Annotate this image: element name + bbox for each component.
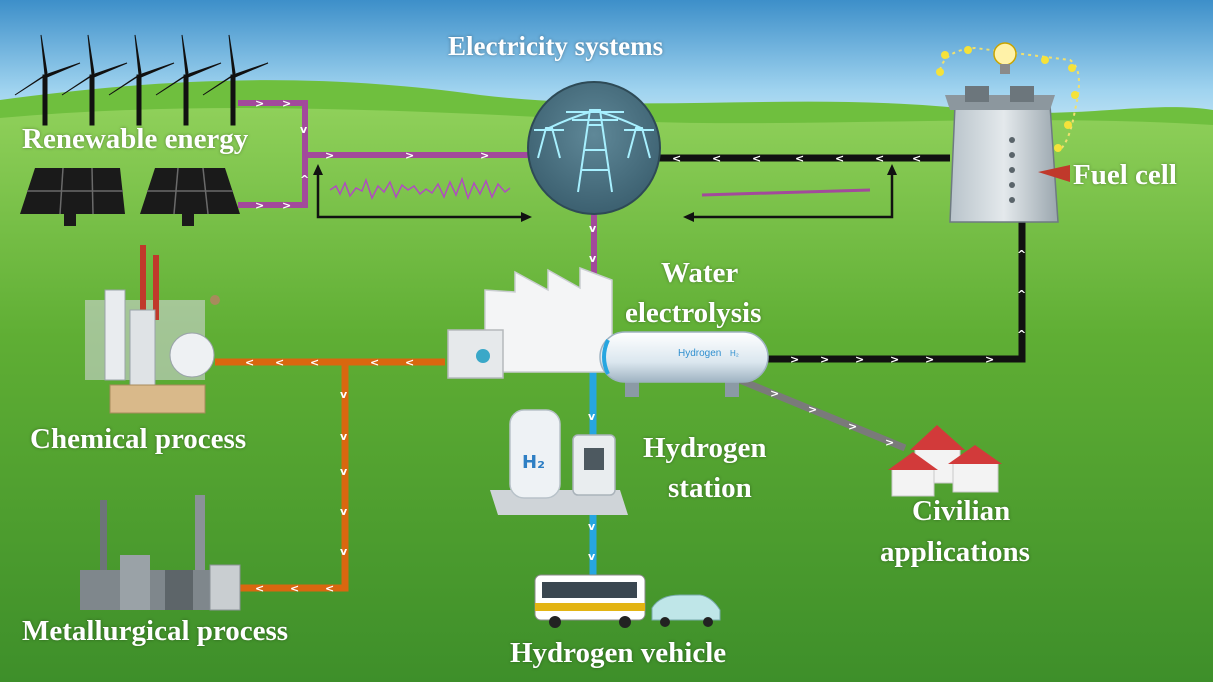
svg-text:v: v [300, 123, 308, 136]
svg-text:>: > [985, 353, 994, 366]
svg-text:<: < [672, 152, 681, 165]
svg-text:<: < [310, 356, 319, 369]
hydrogen-vehicle-label: Hydrogen vehicle [510, 637, 727, 669]
stable-power-signal [701, 188, 871, 197]
svg-text:^: ^ [1017, 328, 1026, 341]
svg-text:<: < [752, 152, 761, 165]
svg-text:v: v [588, 550, 596, 563]
control-arrows [316, 172, 894, 219]
grass-field [0, 108, 1213, 682]
civilian-label-line2: applications [880, 536, 1030, 568]
control-arrow-heads [313, 164, 897, 222]
station-h2-badge: H₂ [522, 452, 545, 473]
light-bulb-icon [993, 42, 1017, 74]
svg-text:<: < [795, 152, 804, 165]
electricity-hub [527, 81, 661, 215]
hydrogen-vehicles [534, 574, 721, 628]
svg-text:<: < [912, 152, 921, 165]
svg-text:>: > [325, 149, 334, 162]
svg-text:<: < [255, 582, 264, 595]
metallurgical-plant [80, 495, 241, 611]
svg-text:v: v [340, 388, 348, 401]
orange-line-chevrons: < < < < < v v v v v < < < [245, 356, 414, 595]
svg-text:<: < [245, 356, 254, 369]
svg-text:<: < [835, 152, 844, 165]
civilian-hydrogen-line: > > > > [733, 374, 907, 452]
solar-panels [20, 167, 240, 226]
hydrogen-tank: Hydrogen H₂ [599, 331, 769, 397]
purple-line-chevrons: > > v ^ > > > > > v v [255, 97, 597, 265]
svg-text:>: > [790, 353, 799, 366]
water-electrolysis-label-line2: electrolysis [625, 297, 762, 329]
svg-text:v: v [340, 545, 348, 558]
svg-text:>: > [820, 353, 829, 366]
renewable-power-lines [238, 100, 597, 275]
svg-text:>: > [480, 149, 489, 162]
fuel-cell-label: Fuel cell [1073, 159, 1177, 191]
info-icon [476, 349, 490, 363]
svg-text:v: v [340, 505, 348, 518]
svg-text:>: > [255, 97, 264, 110]
tank-formula-label: H₂ [730, 349, 739, 358]
black-line-chevrons: < < < < < < < > > > > > > ^ ^ ^ [672, 152, 1026, 366]
svg-text:<: < [325, 582, 334, 595]
tank-brand-label: Hydrogen [678, 348, 721, 359]
wind-turbines [14, 34, 269, 126]
civilian-label-line1: Civilian [912, 495, 1011, 527]
svg-text:^: ^ [1017, 248, 1026, 261]
renewable-energy-label: Renewable energy [22, 123, 249, 155]
metallurgical-process-label: Metallurgical process [22, 615, 289, 647]
svg-text:<: < [405, 356, 414, 369]
fluctuating-power-signal [329, 176, 511, 201]
svg-text:^: ^ [1017, 288, 1026, 301]
svg-text:>: > [890, 353, 899, 366]
fuel-cell-device [936, 42, 1080, 223]
svg-text:>: > [855, 353, 864, 366]
svg-text:>: > [808, 403, 817, 416]
svg-text:<: < [290, 582, 299, 595]
hydrogen-station: H₂ [490, 409, 628, 515]
svg-text:<: < [875, 152, 884, 165]
chemical-plant [85, 245, 220, 414]
svg-text:v: v [340, 430, 348, 443]
svg-text:>: > [885, 436, 894, 449]
chemical-process-label: Chemical process [30, 423, 247, 455]
civilian-houses [888, 425, 1002, 497]
pointer-arrow-icon [1038, 165, 1070, 182]
svg-text:v: v [589, 252, 597, 265]
hydrogen-station-label-line1: Hydrogen [643, 432, 767, 464]
electrolysis-factory [447, 266, 613, 379]
svg-text:>: > [770, 387, 779, 400]
water-electrolysis-label-line1: Water [661, 257, 739, 289]
industrial-hydrogen-lines [215, 358, 445, 592]
svg-text:^: ^ [300, 173, 309, 186]
svg-text:>: > [848, 420, 857, 433]
svg-text:>: > [282, 97, 291, 110]
svg-text:>: > [405, 149, 414, 162]
svg-text:>: > [282, 199, 291, 212]
fuel-cell-lines [655, 154, 1026, 363]
svg-text:<: < [275, 356, 284, 369]
svg-text:v: v [340, 465, 348, 478]
svg-text:v: v [589, 222, 597, 235]
svg-text:<: < [370, 356, 379, 369]
electricity-systems-label: Electricity systems [448, 31, 664, 61]
svg-text:v: v [588, 520, 596, 533]
hydrogen-station-label-line2: station [668, 472, 752, 504]
svg-text:<: < [712, 152, 721, 165]
svg-text:>: > [255, 199, 264, 212]
svg-text:>: > [925, 353, 934, 366]
svg-text:v: v [588, 410, 596, 423]
